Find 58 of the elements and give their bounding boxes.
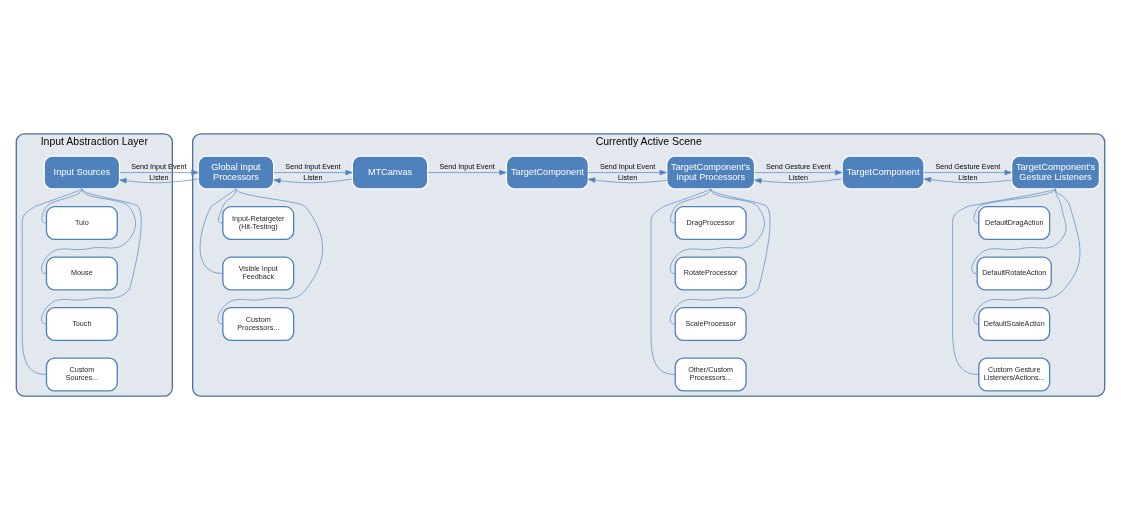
node-box: Global Input Processors [197,155,275,190]
arrow [923,169,1012,175]
node-box: Input Sources [43,155,121,190]
connector [973,188,1081,324]
node-box: Custom Sources... [45,356,118,392]
arrow [427,169,507,175]
node-box: DefaultRotateAction [976,255,1052,291]
arrow [273,177,353,183]
connector [199,188,237,274]
node-box: Input-Retargeter (Hit-Testing) [222,205,295,240]
node-box: ScaleProcessor [674,306,747,341]
edge-label: Send Gesture Event [765,160,831,170]
connector [41,188,142,324]
edge-label: Send Gesture Event [935,160,1001,170]
arrow [754,177,843,183]
connector [973,188,1056,223]
arrow [588,176,667,183]
connector [952,188,1056,375]
connector [21,188,83,375]
edge-label: Listen [149,172,169,182]
edge-label: Send Input Event [285,160,341,170]
arrow [119,177,199,183]
edge-label: Listen [958,172,978,182]
arrow [119,169,199,175]
node-box: TargetComponent's Input Processors [666,155,756,190]
node-box: Touch [45,306,118,341]
connector [218,188,237,223]
edge-label: Send Input Event [439,160,495,170]
node-box: RotateProcessor [674,255,747,291]
node-box: Tuio [45,205,118,240]
connector [669,188,771,324]
node-box: MTCanvas [351,155,429,190]
node-box: TargetComponent [841,155,925,190]
node-box: DefaultScaleAction [978,306,1051,341]
node-box: TargetComponent [505,155,590,190]
connector [670,188,711,223]
connector [41,188,136,274]
connector [650,188,711,375]
edge-label: Listen [617,172,638,182]
connector [971,188,1067,274]
arrow [273,169,353,175]
node-box: Custom Gesture Listeners/Actions... [978,356,1051,392]
node-box: DragProcessor [674,205,747,240]
node-box: DefaultDragAction [978,205,1051,240]
arrow [754,169,843,175]
edge-label: Listen [303,172,323,182]
node-box: Other/Custom Processors... [674,356,747,392]
arrow [588,169,667,175]
connector [217,188,323,324]
connector [669,188,765,274]
connector [41,188,83,223]
node-box: TargetComponent's Gesture Listeners [1010,155,1101,190]
node-box: Visible Input Feedback [222,255,295,291]
arrow [923,176,1012,183]
edge-label: Listen [788,172,808,182]
edge-label: Send Input Event [599,160,656,170]
node-box: Custom Processors... [222,306,295,341]
node-box: Mouse [45,255,118,291]
